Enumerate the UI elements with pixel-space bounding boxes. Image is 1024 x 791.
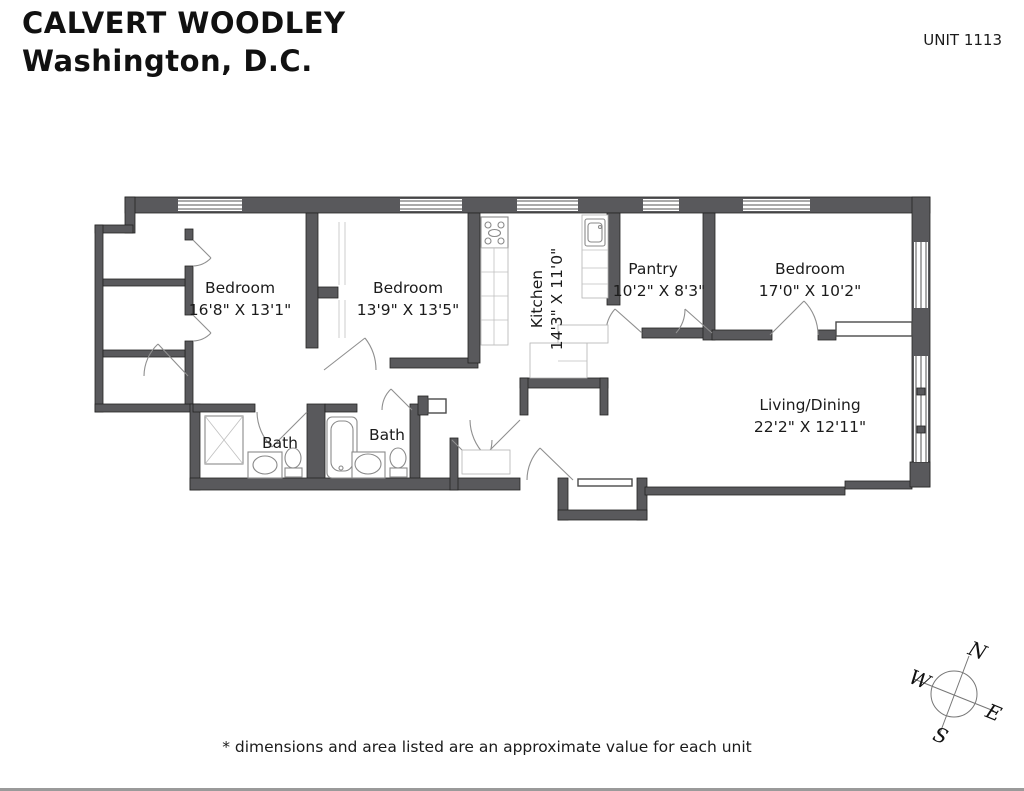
page-bottom-edge [0, 788, 1024, 791]
living-dining-dims: 22'2" X 12'11" [754, 418, 866, 436]
bedroom-3-label: Bedroom [775, 260, 845, 278]
stove [480, 216, 509, 249]
room-labels: Bedroom 16'8" X 13'1" Bedroom 13'9" X 13… [189, 248, 866, 452]
page-title: CALVERT WOODLEY Washington, D.C. [22, 4, 346, 81]
toilet [389, 447, 408, 478]
dimensions-disclaimer: * dimensions and area listed are an appr… [222, 738, 752, 756]
kitchen-sink [584, 218, 606, 247]
windows [178, 199, 928, 487]
compass-east: E [981, 698, 1005, 726]
bedroom-1-dims: 16'8" X 13'1" [189, 301, 291, 319]
bedroom-3-dims: 17'0" X 10'2" [759, 282, 861, 300]
fixtures [204, 214, 609, 479]
kitchen-counter [480, 214, 609, 379]
bedroom-2-dims: 13'9" X 13'5" [357, 301, 459, 319]
bath-2-label: Bath [369, 426, 405, 444]
bath-1-label: Bath [262, 434, 298, 452]
unit-number: UNIT 1113 [923, 31, 1002, 49]
compass-rose: N W E S [906, 636, 1006, 749]
sink [351, 451, 386, 479]
toilet [284, 447, 303, 478]
pantry-dims: 10'2" X 8'3" [613, 282, 706, 300]
bedroom-2-label: Bedroom [373, 279, 443, 297]
kitchen-label: Kitchen [528, 270, 546, 328]
living-dining-label: Living/Dining [759, 396, 860, 414]
bathtub [326, 416, 358, 479]
shower [204, 415, 244, 465]
walls [94, 196, 931, 521]
kitchen-dims: 14'3" X 11'0" [548, 248, 566, 350]
compass-north: N [964, 636, 992, 666]
bedroom-1-label: Bedroom [205, 279, 275, 297]
pantry-label: Pantry [628, 260, 678, 278]
compass-west: W [906, 665, 935, 695]
building-name: CALVERT WOODLEY [22, 6, 346, 40]
sink [247, 451, 283, 479]
building-city: Washington, D.C. [22, 44, 313, 79]
